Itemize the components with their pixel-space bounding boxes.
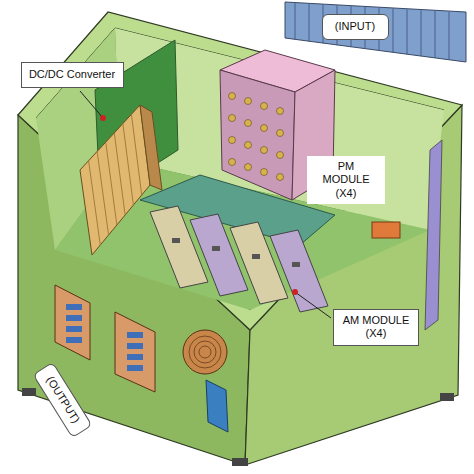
callout-text: (OUTPUT) xyxy=(42,374,81,426)
leader-dot xyxy=(292,289,298,295)
callout-box: (OUTPUT) xyxy=(32,362,92,438)
leader-line xyxy=(80,91,103,118)
pm-module-face xyxy=(220,70,295,200)
round-connector xyxy=(183,330,227,374)
connector-pins xyxy=(66,304,143,371)
input-fins xyxy=(285,2,466,62)
connector-rings xyxy=(189,336,221,368)
leader-line xyxy=(295,292,331,318)
output-connector xyxy=(55,285,90,360)
dcdc-ribs xyxy=(89,114,142,245)
callout-text: (INPUT) xyxy=(335,20,375,33)
side-window xyxy=(425,140,442,330)
rf-connectors xyxy=(229,93,284,181)
fin-lines xyxy=(295,3,449,60)
callout-text: DC/DC Converter xyxy=(29,68,115,81)
dcdc-converter xyxy=(80,105,150,255)
connector-block xyxy=(372,222,400,238)
callout-box: (INPUT) xyxy=(322,14,389,40)
mount-foot xyxy=(22,388,36,396)
output-connector xyxy=(115,312,155,392)
callout-box: AM MODULE (X4) xyxy=(333,309,419,346)
callout-text: AM MODULE (X4) xyxy=(341,314,411,340)
leader-dot xyxy=(100,115,106,121)
mount-foot xyxy=(232,458,248,466)
dcdc-side xyxy=(140,105,162,190)
mount-foot xyxy=(440,393,454,401)
top-rim xyxy=(18,12,462,330)
am-chips xyxy=(172,238,300,267)
power-plug xyxy=(206,380,228,432)
callout-box: DC/DC Converter xyxy=(21,62,124,88)
callout-text: PM MODULE (X4) xyxy=(313,160,379,200)
am-module xyxy=(270,230,328,312)
callout-box: PM MODULE (X4) xyxy=(307,156,385,204)
